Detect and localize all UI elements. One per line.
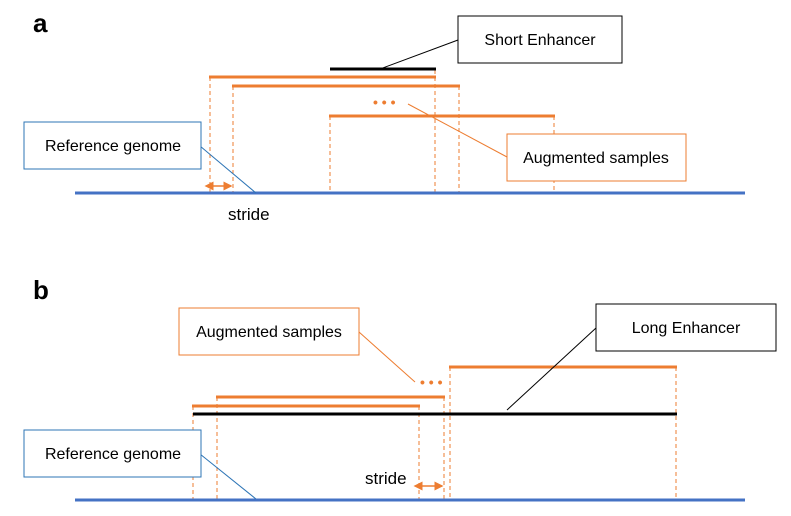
augmented-samples-box [506, 133, 687, 182]
augmented-samples-box [178, 307, 360, 356]
reference-genome-label: Reference genome [45, 138, 181, 155]
short-enhancer-box [457, 15, 623, 64]
augmented-samples-label: Augmented samples [196, 324, 342, 341]
reference-genome-leader [199, 453, 257, 500]
short-enhancer-leader [379, 39, 459, 70]
long-enhancer-leader [506, 327, 597, 411]
long-enhancer-label: Long Enhancer [632, 320, 741, 337]
reference-genome-leader [199, 145, 257, 194]
short-enhancer-label: Short Enhancer [484, 32, 596, 49]
augmented-samples-leader [358, 331, 416, 383]
panel-a-guides [209, 70, 555, 193]
stride-label: stride [365, 469, 407, 488]
panel-a-letter: a [33, 8, 48, 38]
reference-genome-box [23, 121, 202, 170]
panel-b: b • • • stride Augmented samples [23, 275, 777, 502]
reference-genome-label: Reference genome [45, 446, 181, 463]
panel-a: a • • • stride Short Enhancer [23, 8, 745, 224]
stride-label: stride [228, 205, 270, 224]
reference-genome-box [23, 429, 202, 478]
augmented-samples-label: Augmented samples [523, 150, 669, 167]
samples-ellipsis: • • • [420, 374, 443, 390]
panel-b-letter: b [33, 275, 49, 305]
samples-ellipsis: • • • [373, 94, 396, 110]
augmented-samples-leader [407, 103, 508, 158]
long-enhancer-box [595, 303, 777, 352]
